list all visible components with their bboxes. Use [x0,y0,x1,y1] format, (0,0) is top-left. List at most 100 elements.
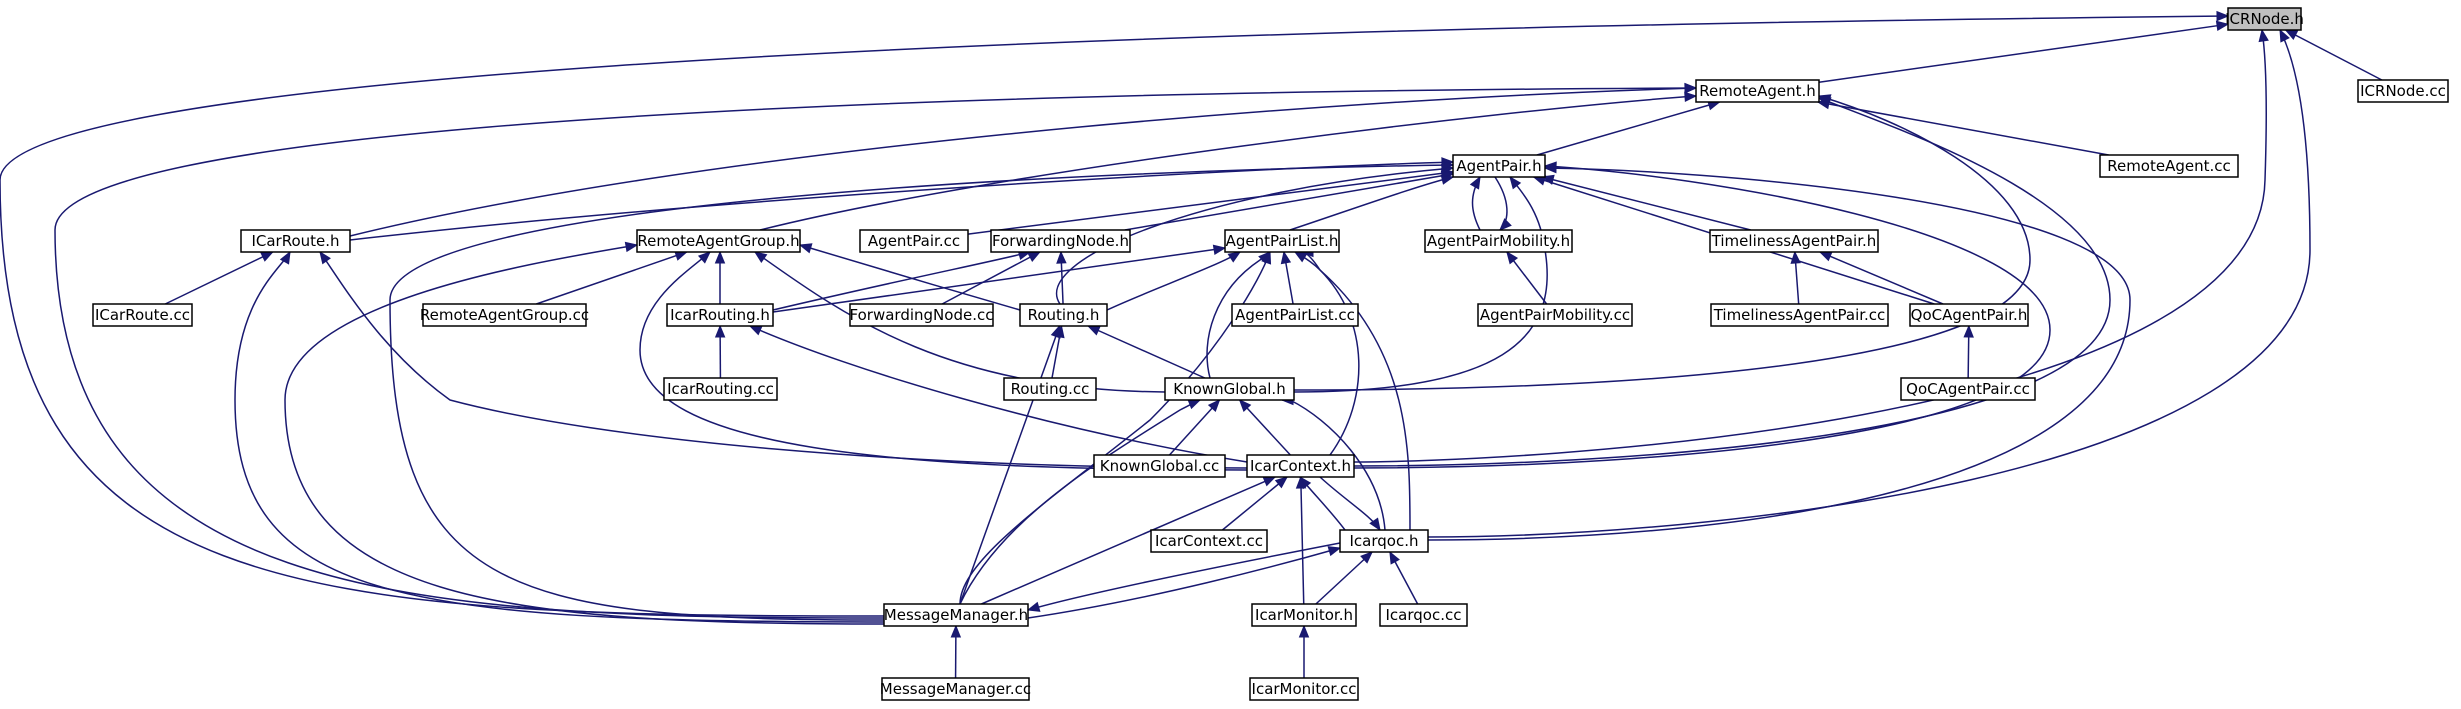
arrowhead [1262,476,1277,487]
node-messagemanager-h[interactable]: MessageManager.h [883,603,1029,627]
node-box[interactable] [666,303,774,327]
edge-icarcontext_h-to-agentpairlist_h [1293,251,1360,456]
node-label: Routing.cc [1011,380,1090,398]
node-icrnode-cc[interactable]: ICRNode.cc [2357,79,2449,103]
node-icarcontext-h[interactable]: IcarContext.h [1246,454,1355,478]
node-icarmonitor-h[interactable]: IcarMonitor.h [1251,603,1357,627]
node-agentpairmobility-cc[interactable]: AgentPairMobility.cc [1477,303,1633,327]
arrowhead [1212,244,1227,255]
arrowhead [1441,159,1455,171]
node-icarroute-h[interactable]: ICarRoute.h [240,229,351,253]
node-box[interactable] [240,229,351,253]
edge-icarcontext_h-to-icarqoc_h [1319,476,1383,532]
node-box[interactable] [881,677,1030,701]
node-box[interactable] [883,603,1029,627]
node-icarmonitor-cc[interactable]: IcarMonitor.cc [1249,677,1359,701]
node-box[interactable] [2227,7,2302,31]
node-routing-cc[interactable]: Routing.cc [1003,377,1097,401]
node-label: IcarContext.cc [1155,532,1263,550]
edge-knownglobal_h-to-remoteagent_h [1293,94,2031,391]
node-forwardingnode-h[interactable]: ForwardingNode.h [990,229,1131,253]
node-box[interactable] [1019,303,1108,327]
node-knownglobal-cc[interactable]: KnownGlobal.cc [1093,454,1226,478]
node-box[interactable] [636,229,801,253]
edge-line [1353,97,2111,467]
node-box[interactable] [1246,454,1355,478]
node-icarrouting-cc[interactable]: IcarRouting.cc [663,377,778,401]
node-box[interactable] [2099,154,2239,178]
arrowhead [1963,324,1974,338]
node-agentpairlist-cc[interactable]: AgentPairList.cc [1231,303,1359,327]
node-box[interactable] [1710,303,1889,327]
node-box[interactable] [1379,603,1468,627]
node-remoteagentgroup-h[interactable]: RemoteAgentGroup.h [636,229,801,253]
node-box[interactable] [859,229,969,253]
arrowhead [1440,174,1455,185]
node-box[interactable] [1452,154,1546,178]
node-box[interactable] [1231,303,1359,327]
node-qocagentpair-cc[interactable]: QoCAgentPair.cc [1900,377,2036,401]
node-label: ForwardingNode.h [992,232,1129,250]
node-icarrouting-h[interactable]: IcarRouting.h [666,303,774,327]
node-icarcontext-cc[interactable]: IcarContext.cc [1150,529,1268,553]
edge-messagemanager_h-to-remoteagent_h [54,82,1698,619]
node-qocagentpair-h[interactable]: QoCAgentPair.h [1909,303,2029,327]
node-remoteagentgroup-cc[interactable]: RemoteAgentGroup.cc [420,303,589,327]
arrowhead [1360,551,1374,564]
node-box[interactable] [1093,454,1226,478]
node-box[interactable] [990,229,1131,253]
node-agentpair-cc[interactable]: AgentPair.cc [859,229,969,253]
node-timelinessagentpair-h[interactable]: TimelinessAgentPair.h [1709,229,1879,253]
edge-icarcontext_h-to-remoteagentgroup_h [639,251,1248,471]
arrowhead [1187,399,1202,410]
arrowhead [2258,28,2269,43]
node-icarqoc-h[interactable]: Icarqoc.h [1339,529,1429,553]
node-agentpair-h[interactable]: AgentPair.h [1452,154,1546,178]
node-remoteagent-cc[interactable]: RemoteAgent.cc [2099,154,2239,178]
node-timelinessagentpair-cc[interactable]: TimelinessAgentPair.cc [1710,303,1889,327]
edge-messagemanager_h-to-icarcontext_h [981,476,1277,605]
node-box[interactable] [1224,229,1340,253]
node-box[interactable] [1424,229,1573,253]
node-agentpairmobility-h[interactable]: AgentPairMobility.h [1424,229,1573,253]
node-box[interactable] [1003,377,1097,401]
edge-routing_h-to-agentpairlist_h [1106,251,1242,311]
node-messagemanager-cc[interactable]: MessageManager.cc [880,677,1031,701]
edge-forwardingnode_h-to-agentpair_h [1124,170,1455,231]
node-box[interactable] [92,303,193,327]
arrowhead [950,624,962,638]
node-box[interactable] [1695,79,1820,103]
edge-line [319,251,1248,469]
arrowhead [1280,250,1292,265]
edge-line [1315,551,1373,605]
node-box[interactable] [1150,529,1268,553]
node-label: AgentPairList.h [1226,232,1339,250]
node-box[interactable] [1164,377,1295,401]
node-icrnode-h[interactable]: ICRNode.h [2225,7,2304,31]
arrowhead [319,250,331,265]
node-agentpairlist-h[interactable]: AgentPairList.h [1224,229,1340,253]
node-label: QoCAgentPair.cc [1906,380,2030,398]
node-box[interactable] [1339,529,1429,553]
node-box[interactable] [2357,79,2449,103]
node-routing-h[interactable]: Routing.h [1019,303,1108,327]
node-box[interactable] [663,377,778,401]
node-box[interactable] [1251,603,1357,627]
node-knownglobal-h[interactable]: KnownGlobal.h [1164,377,1295,401]
node-icarroute-cc[interactable]: ICarRoute.cc [92,303,193,327]
node-box[interactable] [1477,303,1633,327]
node-label: Routing.h [1028,306,1100,324]
node-box[interactable] [1900,377,2036,401]
node-box[interactable] [1909,303,2029,327]
node-box[interactable] [422,303,587,327]
node-remoteagent-h[interactable]: RemoteAgent.h [1695,79,1820,103]
node-forwardingnode-cc[interactable]: ForwardingNode.cc [849,303,994,327]
node-icarqoc-cc[interactable]: Icarqoc.cc [1379,603,1468,627]
arrowhead [1818,251,1833,262]
node-box[interactable] [849,303,994,327]
edge-line [0,15,2229,617]
edge-agentpairmobility_cc-to-agentpairmobility_h [1506,250,1548,305]
node-box[interactable] [1249,677,1359,701]
edge-icarrouting_cc-to-icarrouting_h [714,324,726,379]
node-box[interactable] [1709,229,1879,253]
